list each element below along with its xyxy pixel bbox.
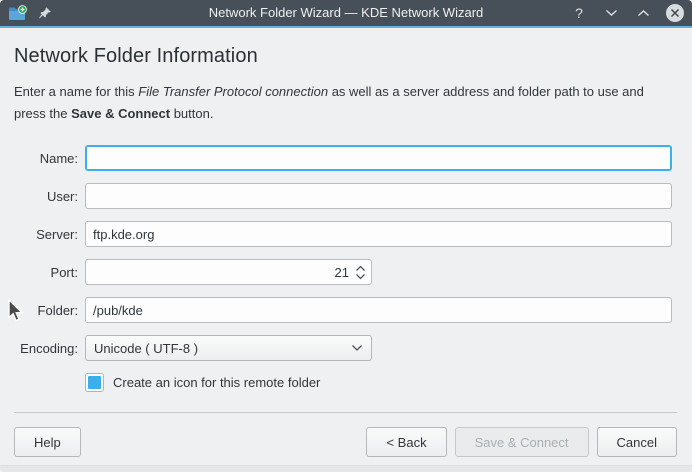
close-button[interactable]: [666, 4, 684, 22]
user-input[interactable]: [85, 183, 672, 209]
window-bottom-edge: [0, 465, 692, 472]
user-label: User:: [46, 188, 78, 204]
dialog-button-row: Help < Back Save & Connect Cancel: [0, 427, 692, 457]
wizard-description: Enter a name for this File Transfer Prot…: [14, 81, 672, 125]
minimize-button[interactable]: [602, 4, 620, 22]
encoding-dropdown[interactable]: Unicode ( UTF-8 ): [85, 335, 372, 361]
folder-row: Folder:: [14, 297, 672, 323]
port-decrement-icon[interactable]: [355, 273, 366, 280]
save-connect-button[interactable]: Save & Connect: [454, 427, 589, 457]
help-button[interactable]: Help: [14, 427, 81, 457]
back-button[interactable]: < Back: [366, 427, 447, 457]
name-label: Name:: [39, 150, 78, 166]
create-icon-checkbox-row: Create an icon for this remote folder: [85, 373, 672, 392]
chevron-down-icon: [351, 344, 363, 352]
server-label: Server:: [36, 226, 78, 242]
encoding-selected-value: Unicode ( UTF-8 ): [94, 340, 199, 356]
folder-input[interactable]: [85, 297, 672, 323]
description-protocol-italic: File Transfer Protocol connection: [138, 84, 329, 99]
port-increment-icon[interactable]: [355, 265, 366, 272]
description-part3: button.: [170, 106, 214, 121]
window-folder-add-icon: [8, 4, 28, 22]
pin-icon[interactable]: [38, 6, 52, 20]
server-input[interactable]: [85, 221, 672, 247]
description-part1: Enter a name for this: [14, 84, 139, 99]
help-titlebar-button[interactable]: ?: [575, 5, 583, 21]
encoding-row: Encoding: Unicode ( UTF-8 ): [14, 335, 672, 361]
maximize-button[interactable]: [634, 4, 652, 22]
network-folder-form: Name: User: Server: Port:: [14, 145, 672, 392]
user-row: User:: [14, 183, 672, 209]
encoding-label: Encoding:: [20, 340, 78, 356]
titlebar[interactable]: Network Folder Wizard — KDE Network Wiza…: [0, 0, 692, 28]
folder-label: Folder:: [37, 302, 78, 318]
create-icon-checkbox[interactable]: [85, 373, 104, 392]
checkbox-checked-indicator: [88, 376, 101, 389]
description-save-connect-bold: Save & Connect: [71, 106, 171, 121]
name-row: Name:: [14, 145, 672, 171]
name-input[interactable]: [85, 145, 672, 171]
port-label: Port:: [50, 264, 78, 280]
cancel-button[interactable]: Cancel: [596, 427, 677, 457]
port-row: Port:: [14, 259, 672, 285]
description-part2: as well as a server address and folder p…: [14, 84, 644, 121]
create-icon-checkbox-label: Create an icon for this remote folder: [113, 375, 321, 390]
server-row: Server:: [14, 221, 672, 247]
footer-separator: [14, 412, 677, 413]
port-input[interactable]: [86, 264, 355, 280]
port-spinbox[interactable]: [85, 259, 372, 285]
page-title: Network Folder Information: [14, 45, 258, 67]
